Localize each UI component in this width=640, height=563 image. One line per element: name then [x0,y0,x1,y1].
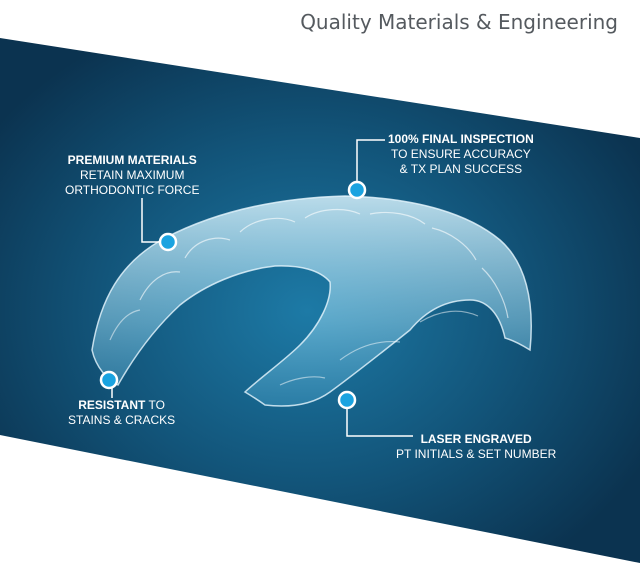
callout-inspection-line2: & TX PLAN SUCCESS [399,162,523,176]
background-panel [0,38,640,563]
marker-resistant [99,370,119,390]
callout-inspection-line1: TO ENSURE ACCURACY [391,147,531,161]
leader-line-laser [346,408,413,437]
callout-resistant-line1: STAINS & CRACKS [68,413,176,427]
callout-premium-title: PREMIUM MATERIALS [67,153,197,167]
callout-premium-line1: RETAIN MAXIMUM [80,168,185,182]
callout-laser-line1: PT INITIALS & SET NUMBER [396,447,557,461]
markers [99,180,367,410]
leader-lines [111,139,413,437]
page-title: Quality Materials & Engineering [300,10,618,34]
callout-laser-engraved: LASER ENGRAVED PT INITIALS & SET NUMBER [396,432,556,462]
leader-line-premium [141,198,162,243]
callout-premium-line2: ORTHODONTIC FORCE [65,183,200,197]
callout-resistant: RESISTANT TO STAINS & CRACKS [68,398,175,428]
callout-final-inspection: 100% FINAL INSPECTION TO ENSURE ACCURACY… [388,132,534,177]
marker-premium [158,232,178,252]
callout-resistant-title-suffix: TO [145,398,165,412]
callout-laser-title: LASER ENGRAVED [420,432,532,446]
callout-resistant-title: RESISTANT [78,398,146,412]
callout-premium-materials: PREMIUM MATERIALS RETAIN MAXIMUM ORTHODO… [65,153,199,198]
callout-inspection-title: 100% FINAL INSPECTION [388,132,534,146]
marker-laser [337,390,357,410]
marker-inspection [347,180,367,200]
leader-line-inspection [356,139,385,182]
aligner-tray [91,195,532,407]
